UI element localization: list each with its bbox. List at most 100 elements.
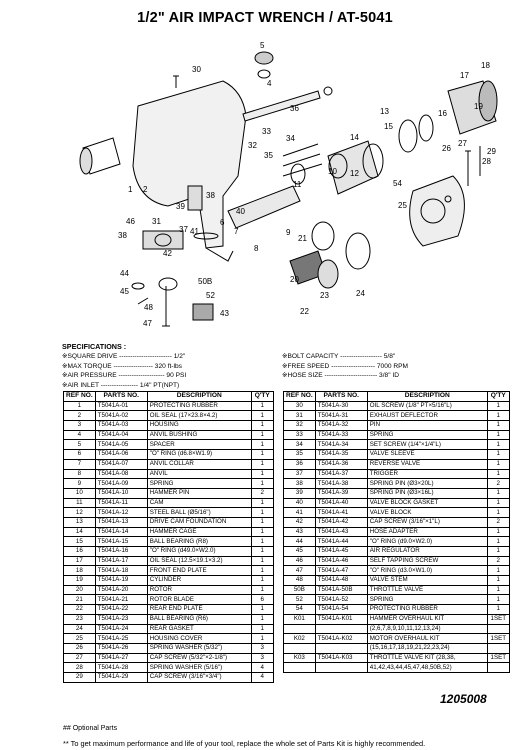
qty-cell: 1 bbox=[250, 507, 274, 518]
qty-cell: 1 bbox=[486, 449, 510, 460]
callout-label: 33 bbox=[262, 127, 271, 136]
part-no-cell: T5041A-27 bbox=[94, 652, 148, 664]
callout-label: 8 bbox=[254, 244, 259, 253]
part-no-cell: T5041A-01 bbox=[94, 400, 148, 412]
ref-cell: 39 bbox=[283, 487, 316, 499]
qty-cell: 1 bbox=[250, 458, 274, 470]
specs-left: ※SQUARE DRIVE ------------------------ 1… bbox=[62, 352, 282, 390]
callout-label: 50B bbox=[198, 277, 212, 286]
ref-cell: 9 bbox=[63, 478, 96, 489]
ref-cell: 32 bbox=[283, 420, 316, 431]
ref-cell: 42 bbox=[283, 516, 316, 528]
part-no-cell: T5041A-24 bbox=[94, 623, 148, 635]
ref-cell: 7 bbox=[63, 458, 96, 470]
part-exhaust bbox=[193, 232, 219, 240]
part-housing-cover bbox=[409, 175, 465, 247]
description-cell: SPRING bbox=[146, 478, 252, 489]
part-cam bbox=[328, 153, 348, 179]
ref-cell: K03 bbox=[283, 652, 316, 664]
callout-label: 29 bbox=[487, 147, 496, 156]
part-no-cell: T5041A-36 bbox=[314, 458, 368, 470]
qty-cell: 1 bbox=[486, 458, 510, 470]
part-hose-adapter bbox=[192, 303, 214, 321]
ref-cell: 28 bbox=[63, 662, 96, 673]
part-no-cell: T5041A-17 bbox=[94, 555, 148, 567]
part-no-cell: T5041A-25 bbox=[94, 633, 148, 644]
part-no-cell: T5041A-14 bbox=[94, 526, 148, 538]
spec-line: ※AIR PRESSURE --------------------- 90 P… bbox=[62, 372, 187, 380]
callout-label: 13 bbox=[380, 107, 389, 116]
specs-right: ※BOLT CAPACITY ------------------- 5/8" … bbox=[282, 352, 502, 390]
qty-cell: 6 bbox=[250, 594, 274, 606]
description-cell: THROTTLE VALVE KIT (28,38, bbox=[366, 652, 488, 664]
page-title: 1/2" AIR IMPACT WRENCH / AT-5041 bbox=[137, 10, 393, 26]
qty-cell: 2 bbox=[486, 516, 510, 528]
spec-line: ※FREE SPEED -------------------- 7000 RP… bbox=[282, 362, 409, 370]
ref-cell bbox=[283, 662, 316, 673]
description-cell: VALVE BLOCK bbox=[366, 507, 488, 518]
description-cell: (15,16,17,18,19,21,22,23,24) bbox=[366, 642, 488, 654]
callout-label: 26 bbox=[442, 144, 451, 153]
spec-line: ※HOSE SIZE ------------------------ 3/8"… bbox=[282, 372, 399, 380]
qty-cell: 1 bbox=[250, 575, 274, 586]
qty-cell: 1 bbox=[250, 536, 274, 547]
qty-cell: 3 bbox=[250, 642, 274, 654]
qty-cell: 1 bbox=[250, 400, 274, 412]
callout-label: 27 bbox=[458, 139, 467, 148]
part-no-cell: T5041A-47 bbox=[314, 565, 368, 577]
description-cell: ROTOR bbox=[146, 584, 252, 596]
part-no-cell: T5041A-02 bbox=[94, 410, 148, 422]
qty-cell bbox=[486, 623, 510, 635]
part-no-cell: T5041A-26 bbox=[94, 642, 148, 654]
qty-cell: 1 bbox=[486, 575, 510, 586]
part-no-cell: T5041A-45 bbox=[314, 546, 368, 557]
ref-cell: 37 bbox=[283, 468, 316, 480]
callout-label: 37 bbox=[179, 225, 188, 234]
exploded-parts-diagram: 30 5 4 36 33 34 32 35 1 2 46 31 39 37 38… bbox=[79, 41, 498, 328]
qty-cell: 1 bbox=[250, 497, 274, 509]
ref-cell: 48 bbox=[283, 575, 316, 586]
part-no-cell: T5041A-33 bbox=[314, 429, 368, 441]
description-cell: HOUSING COVER bbox=[146, 633, 252, 644]
qty-cell: 1 bbox=[250, 604, 274, 615]
part-no-cell: T5041A-16 bbox=[94, 546, 148, 557]
ref-cell: 31 bbox=[283, 410, 316, 422]
qty-cell: 3 bbox=[250, 652, 274, 664]
ref-cell: 27 bbox=[63, 652, 96, 664]
part-no-cell: T5041A-34 bbox=[314, 439, 368, 451]
callout-label: 36 bbox=[290, 104, 299, 113]
part-no-cell: T5041A-42 bbox=[314, 516, 368, 528]
qty-cell: 1SET bbox=[486, 633, 510, 644]
qty-cell: 4 bbox=[250, 662, 274, 673]
table-row: (15,16,17,18,19,21,22,23,24) bbox=[283, 642, 510, 654]
part-cap-screw bbox=[465, 150, 471, 186]
qty-cell: 2 bbox=[250, 487, 274, 499]
part-no-cell: T5041A-41 bbox=[314, 507, 368, 518]
ref-cell: 25 bbox=[63, 633, 96, 644]
description-cell: CAM bbox=[146, 497, 252, 509]
callout-label: 25 bbox=[398, 201, 407, 210]
part-no-cell: T5041A-12 bbox=[94, 507, 148, 518]
qty-cell: 1 bbox=[486, 565, 510, 577]
ref-cell: 19 bbox=[63, 575, 96, 586]
callout-label: 47 bbox=[143, 319, 152, 328]
qty-cell: 1 bbox=[486, 594, 510, 606]
